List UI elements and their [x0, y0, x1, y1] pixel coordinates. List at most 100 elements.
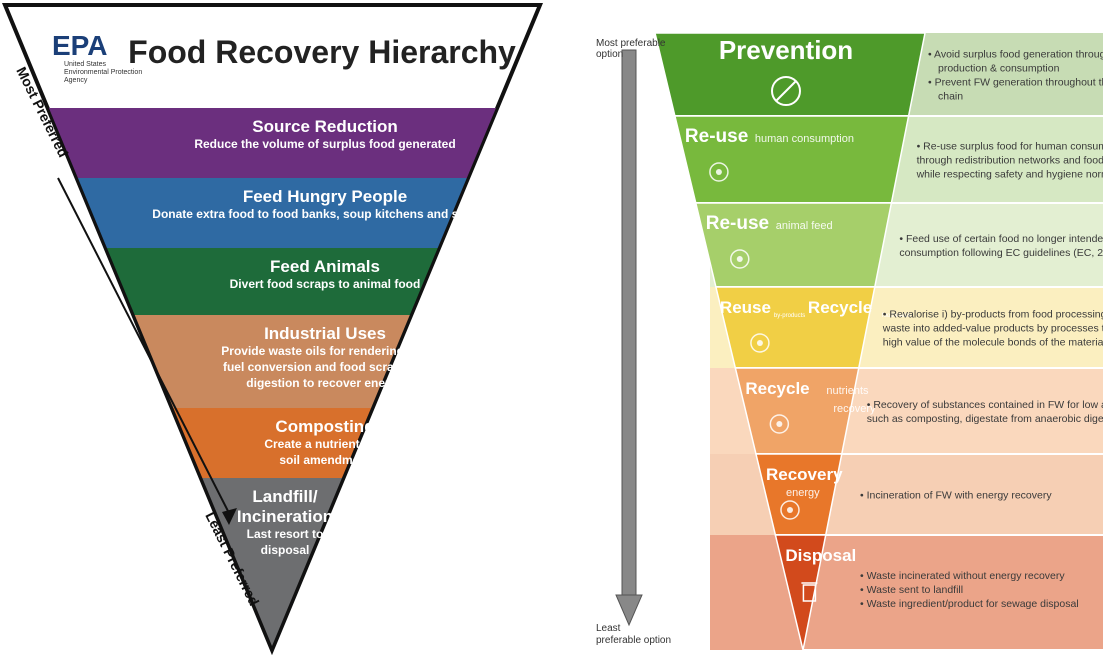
epa-tier-band — [173, 408, 372, 478]
epa-tier-title: Landfill/ — [252, 487, 317, 506]
preference-arrow-head-gray — [615, 594, 643, 627]
fw-tier-sub: nutrients — [826, 385, 869, 397]
epa-tier-band — [134, 315, 410, 408]
epa-tier-desc: Provide waste oils for rendering and — [221, 344, 428, 358]
epa-tier-title: Feed Animals — [270, 257, 380, 276]
arrow-bottom-label-1: Least — [596, 623, 621, 634]
fw-tier-bullet-text: Feed use of certain food no longer inten… — [906, 233, 1103, 245]
epa-tier-desc: Donate extra food to food banks, soup ki… — [152, 207, 498, 221]
epa-tier-band — [77, 178, 467, 248]
fw-tier-bullet-text: such as composting, digestate from anaer… — [867, 413, 1103, 425]
fw-tier-bullet-text: Avoid surplus food generation throughout… — [934, 49, 1103, 61]
arrow-top-label-2: option — [596, 49, 623, 60]
fw-tier-bullet: • Feed use of certain food no longer int… — [899, 233, 1103, 245]
fw-tier-name: Re-use — [685, 126, 748, 147]
fw-tier-bullet-text: chain — [938, 91, 963, 103]
fw-tier-bullet: • Prevent FW generation throughout the f… — [928, 77, 1103, 89]
epa-tier-title-2: Incineration — [237, 507, 333, 526]
fw-tier-bullet-text: Waste ingredient/product for sewage disp… — [867, 598, 1079, 610]
fw-tier-bullet-text: Incineration of FW with energy recovery — [867, 490, 1053, 502]
bullet-dot: • — [867, 399, 874, 411]
food-waste-hierarchy: Prevention • Avoid surplus food generatio… — [560, 0, 1103, 655]
epa-tier-desc: soil amendment — [279, 453, 370, 467]
fw-tier-bullet: • Recovery of substances contained in FW… — [867, 399, 1103, 411]
fw-tier-bullet: • Waste sent to landfill — [860, 584, 963, 596]
fw-tier-bullet-text: while respecting safety and hygiene norm… — [916, 169, 1103, 181]
fw-tier-bullet: consumption following EC guidelines (EC,… — [899, 247, 1103, 259]
fw-tier-bullet-text: consumption following EC guidelines (EC,… — [899, 247, 1103, 259]
fw-tier-bullet: • Incineration of FW with energy recover… — [860, 490, 1052, 502]
epa-tier-title: Industrial Uses — [264, 324, 386, 343]
fw-tier-bullet-text: waste into added-value products by proce… — [882, 323, 1103, 335]
preference-arrow-head — [222, 508, 237, 525]
epa-agency-line-2: Environmental Protection — [64, 69, 142, 76]
epa-tier-title: Source Reduction — [252, 117, 397, 136]
epa-tier-band — [48, 108, 496, 178]
epa-tier-desc: Reduce the volume of surplus food genera… — [194, 137, 455, 151]
bullet-dot: • — [928, 49, 934, 61]
fw-tier-sub: by-products — [774, 313, 805, 319]
fw-tier-name: Prevention — [719, 35, 853, 65]
epa-title: Food Recovery Hierarchy — [128, 34, 516, 70]
preference-arrow-line — [57, 177, 231, 516]
fw-tier-bullet-text: Recovery of substances contained in FW f… — [873, 399, 1103, 411]
arrow-top-label-1: Most preferable — [596, 38, 666, 49]
fw-tier-sub-2: food waste — [882, 313, 912, 319]
fw-tier-name: Disposal — [785, 546, 856, 565]
fw-description-band — [710, 535, 1103, 650]
bullet-dot: • — [860, 598, 867, 610]
fw-tier-bullet: through redistribution networks and food… — [917, 155, 1103, 167]
epa-tier-desc: digestion to recover energy — [246, 376, 404, 390]
fw-tier-name: Re-use — [706, 213, 769, 234]
epa-tier-desc: Divert food scraps to animal food — [230, 277, 421, 291]
arrow-bottom-label-2: preferable option — [596, 635, 671, 646]
fw-tier-name: Recovery — [766, 465, 843, 484]
fw-tier-bullet: chain — [938, 91, 963, 103]
fw-tier-sub: human consumption — [755, 133, 854, 145]
fw-tier-band — [774, 534, 827, 651]
fw-tier-bullet: production & consumption — [938, 63, 1060, 75]
epa-logo-icon: EPA — [52, 30, 108, 61]
bullet-dot: • — [917, 141, 924, 153]
fw-tier-bullet-text: Revalorise i) by-products from food proc… — [889, 309, 1103, 321]
bullet-dot: • — [860, 584, 867, 596]
bullet-dot: • — [860, 490, 867, 502]
energy-icon — [780, 500, 800, 520]
epa-tier-desc: Last resort to — [247, 527, 324, 541]
epa-tier-title: Composting — [275, 417, 374, 436]
fw-tier-bullet-text: Prevent FW generation throughout the foo… — [935, 77, 1103, 89]
fw-tier-sub-b: recovery — [833, 403, 876, 415]
fw-tier-sub: energy — [786, 487, 820, 499]
fw-tier-bullet: • Revalorise i) by-products from food pr… — [883, 309, 1103, 321]
epa-tier-band — [106, 248, 438, 315]
fw-tier-bullet: • Waste ingredient/product for sewage di… — [860, 598, 1079, 610]
fw-tier-bullet: such as composting, digestate from anaer… — [867, 413, 1103, 425]
fw-tier-bullet-text: Waste sent to landfill — [867, 584, 964, 596]
fw-tier-bullet-text: Re-use surplus food for human consumptio… — [923, 141, 1103, 153]
epa-agency-line-3: Agency — [64, 77, 88, 84]
recycle-icon — [750, 333, 770, 353]
fw-tier-bullet: • Re-use surplus food for human consumpt… — [917, 141, 1103, 153]
epa-agency-line-1: United States — [64, 61, 107, 68]
epa-tier-band — [202, 478, 342, 646]
fw-tier-bullet-text: high value of the molecule bonds of the … — [883, 337, 1103, 349]
epa-tier-desc: Create a nutrient-rich — [264, 437, 385, 451]
fw-tier-bullet: high value of the molecule bonds of the … — [883, 337, 1103, 349]
no-food-icon — [771, 76, 801, 106]
bullet-dot: • — [899, 233, 906, 245]
bullet-dot: • — [860, 570, 867, 582]
fw-tier-sub: animal feed — [776, 220, 833, 232]
fw-tier-bullet: • Avoid surplus food generation througho… — [928, 49, 1103, 61]
fw-tier-name: Reuse — [720, 298, 771, 317]
bullet-dot: • — [928, 77, 935, 89]
fw-tier-bullet: • Waste incinerated without energy recov… — [860, 570, 1065, 582]
fw-tier-name-2: Recycle — [808, 298, 872, 317]
fw-tier-bullet: while respecting safety and hygiene norm… — [916, 169, 1103, 181]
epa-tier-desc: fuel conversion and food scraps for — [223, 360, 427, 374]
people-icon — [709, 162, 729, 182]
fw-tier-name: Recycle — [745, 379, 809, 398]
fw-tier-bullet-text: Waste incinerated without energy recover… — [867, 570, 1066, 582]
feed-icon — [730, 249, 750, 269]
